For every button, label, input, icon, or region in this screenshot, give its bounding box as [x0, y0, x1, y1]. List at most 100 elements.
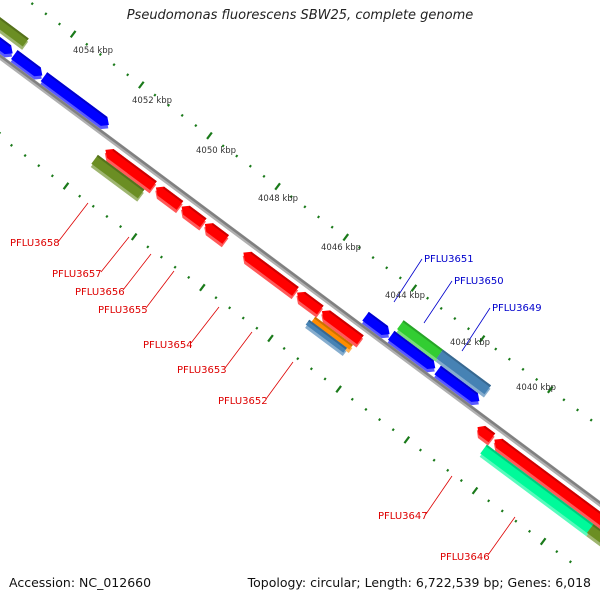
- outer-minor-tick: [316, 215, 321, 219]
- kbp-label: 4048 kbp: [258, 194, 298, 204]
- gene-PFLU3658: [90, 154, 145, 202]
- gene-label-PFLU3656: PFLU3656: [75, 287, 125, 298]
- inner-minor-tick: [555, 550, 559, 554]
- inner-minor-tick: [173, 265, 177, 269]
- inner-major-tick: [335, 385, 342, 393]
- outer-minor-tick: [289, 195, 293, 199]
- inner-minor-tick: [105, 214, 109, 219]
- gene-blue-3: [40, 72, 109, 130]
- gene-labels: PFLU3658PFLU3657PFLU3656PFLU3655PFLU3654…: [10, 238, 542, 563]
- inner-minor-tick: [487, 499, 491, 503]
- outer-minor-tick: [330, 225, 334, 229]
- inner-minor-tick: [228, 306, 232, 310]
- inner-major-tick: [267, 334, 274, 343]
- inner-minor-tick: [187, 275, 191, 279]
- inner-minor-tick: [91, 204, 95, 208]
- leader-line: [224, 331, 253, 369]
- inner-major-tick: [471, 486, 479, 495]
- gene-PFLU3649: [433, 365, 480, 406]
- outer-minor-tick: [180, 113, 184, 117]
- outer-minor-tick: [85, 42, 89, 46]
- inner-minor-tick: [391, 428, 395, 432]
- gene-PFLU3651-green: [396, 320, 443, 362]
- outer-minor-tick: [44, 12, 48, 16]
- outer-major-tick: [138, 81, 145, 89]
- inner-minor-tick: [146, 245, 150, 249]
- accession-text: Accession: NC_012660: [9, 575, 152, 590]
- outer-minor-tick: [262, 174, 266, 178]
- leader-line: [145, 270, 175, 309]
- outer-minor-tick: [98, 52, 102, 57]
- inner-minor-tick: [446, 468, 450, 472]
- leader-line: [122, 253, 152, 291]
- inner-minor-tick: [78, 194, 82, 198]
- outer-minor-tick: [248, 164, 252, 168]
- gene-PFLU3652: [296, 291, 324, 318]
- gene-label-PFLU3653: PFLU3653: [177, 365, 227, 376]
- inner-tick-track: [0, 131, 572, 564]
- outer-minor-tick: [153, 93, 157, 97]
- inner-minor-tick: [9, 143, 14, 147]
- outer-minor-tick: [194, 124, 198, 128]
- outer-minor-tick: [521, 367, 525, 371]
- genome-summary-text: Topology: circular; Length: 6,722,539 bp…: [247, 575, 591, 590]
- inner-minor-tick: [50, 174, 54, 178]
- kbp-label: 4046 kbp: [321, 243, 361, 253]
- outer-minor-tick: [57, 22, 62, 26]
- gene-blue-2: [10, 50, 43, 80]
- inner-minor-tick: [432, 458, 436, 462]
- inner-minor-tick: [159, 255, 163, 259]
- label-leader-lines: [57, 202, 516, 556]
- gene-olive-top: [0, 17, 29, 50]
- kbp-label: 4044 kbp: [385, 291, 425, 301]
- leader-line: [425, 475, 453, 515]
- gene-label-PFLU3646: PFLU3646: [440, 552, 490, 563]
- inner-minor-tick: [568, 560, 572, 564]
- leader-line: [265, 361, 294, 400]
- gene-PFLU3651: [361, 311, 390, 339]
- outer-minor-tick: [426, 296, 430, 300]
- outer-minor-tick: [357, 245, 361, 250]
- outer-minor-tick: [398, 276, 402, 280]
- leader-line: [423, 280, 453, 324]
- inner-minor-tick: [296, 357, 300, 361]
- feature-track: [0, 17, 600, 547]
- outer-tick-track: [30, 2, 593, 422]
- gene-label-PFLU3655: PFLU3655: [98, 305, 148, 316]
- inner-major-tick: [539, 537, 547, 546]
- gene-PFLU3646: [493, 438, 600, 529]
- leader-line: [487, 516, 516, 556]
- kbp-label: 4052 kbp: [132, 96, 172, 106]
- gene-PFLU3647: [476, 425, 496, 446]
- kbp-label: 4054 kbp: [73, 46, 113, 56]
- gene-PFLU3657: [104, 149, 157, 194]
- inner-minor-tick: [282, 346, 286, 351]
- inner-minor-tick: [255, 326, 259, 330]
- outer-minor-tick: [466, 327, 470, 331]
- gene-label-PFLU3649: PFLU3649: [492, 303, 542, 314]
- leader-line: [57, 202, 89, 243]
- outer-minor-tick: [494, 347, 498, 351]
- inner-major-tick: [403, 436, 411, 444]
- inner-major-tick: [62, 182, 70, 190]
- inner-minor-tick: [378, 418, 382, 422]
- gene-blue-1: [0, 37, 13, 58]
- gene-label-PFLU3652: PFLU3652: [218, 396, 268, 407]
- outer-major-tick: [546, 385, 554, 394]
- inner-major-tick: [199, 283, 206, 292]
- backbone: [0, 53, 600, 508]
- outer-major-tick: [342, 233, 350, 242]
- gene-PFLU3646-aqua: [479, 444, 594, 537]
- leader-line: [100, 236, 130, 273]
- inner-minor-tick: [119, 225, 123, 229]
- outer-minor-tick: [235, 154, 239, 158]
- gene-PFLU3650-steel: [435, 349, 492, 398]
- outer-minor-tick: [167, 103, 171, 107]
- leader-line: [393, 258, 423, 303]
- inner-minor-tick: [309, 367, 313, 371]
- outer-minor-tick: [439, 306, 443, 310]
- gene-PFLU3652-b: [321, 310, 364, 348]
- outer-minor-tick: [303, 205, 307, 209]
- gene-PFLU3655: [180, 205, 207, 231]
